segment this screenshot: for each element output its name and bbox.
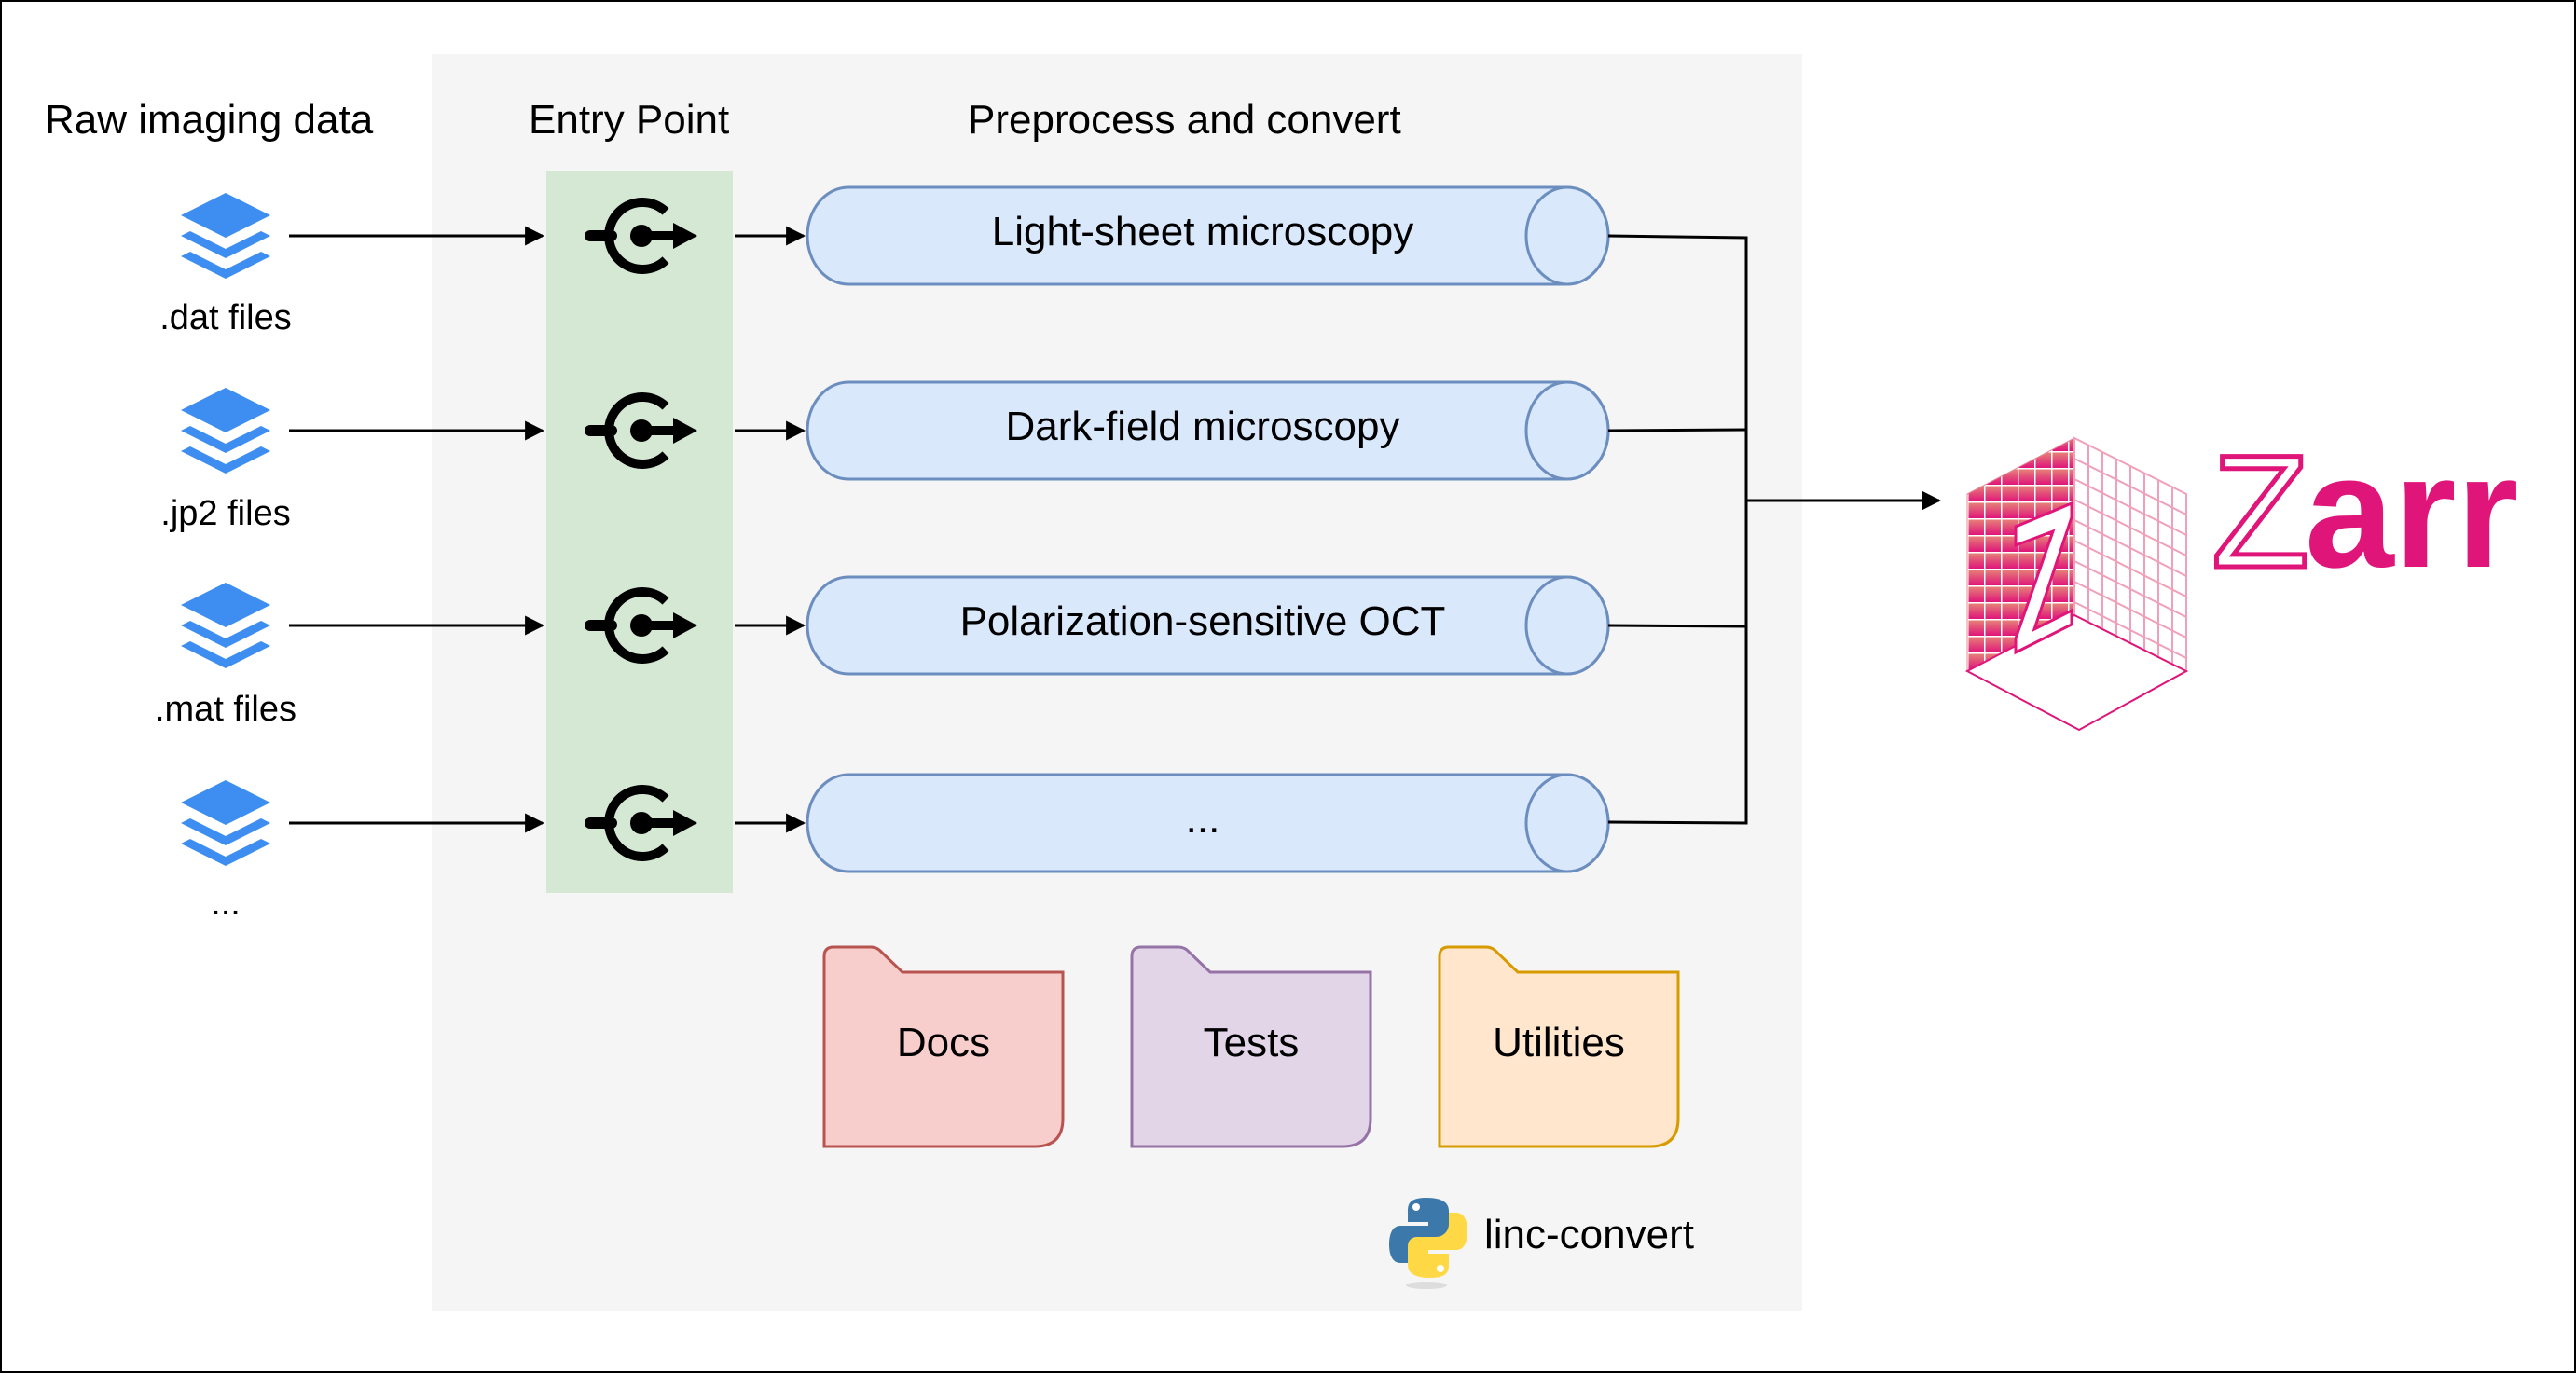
layers-icon [181, 583, 270, 668]
python-logo-icon [1389, 1198, 1467, 1289]
modality-cylinder [806, 185, 1610, 286]
entry-point-plug-icon [585, 392, 697, 469]
zarr-wordmark-z: Z [2211, 429, 2309, 578]
entry-point-plug-icon [585, 587, 697, 664]
input-label-mat: .mat files [154, 690, 297, 729]
folder-label-docs: Docs [896, 1020, 991, 1065]
entry-point-icons [585, 198, 697, 861]
input-arrows [289, 226, 545, 833]
modality-cylinder [806, 380, 1610, 481]
layers-icons [181, 193, 270, 866]
header-preprocess-and-convert: Preprocess and convert [968, 97, 1401, 143]
modality-label-dark-field: Dark-field microscopy [1005, 404, 1400, 449]
folders [822, 945, 1680, 1148]
entry-arrows [735, 226, 806, 833]
modality-cylinders [806, 185, 1610, 873]
modality-label-more: ... [1185, 796, 1220, 842]
folder-docs-icon [822, 945, 1065, 1148]
folder-tests-icon [1130, 945, 1372, 1148]
merge-connector [1607, 234, 1942, 825]
layers-icon [181, 780, 270, 866]
zarr-wordmark-svg: Z arr [2210, 420, 2519, 604]
modality-cylinder [806, 773, 1610, 873]
folder-label-tests: Tests [1203, 1020, 1300, 1065]
zarr-wordmark: Z arr [2210, 420, 2528, 604]
header-raw-imaging-data: Raw imaging data [45, 97, 374, 143]
input-label-more: ... [211, 884, 241, 923]
header-entry-point: Entry Point [529, 97, 730, 143]
input-label-dat: .dat files [159, 298, 292, 337]
layers-icon [181, 388, 270, 474]
modality-label-ps-oct: Polarization-sensitive OCT [959, 598, 1446, 644]
entry-point-column [546, 171, 733, 893]
layers-icon [181, 193, 270, 279]
package-name: linc-convert [1484, 1212, 1694, 1257]
folder-label-utilities: Utilities [1493, 1020, 1625, 1065]
input-label-jp2: .jp2 files [160, 494, 291, 533]
entry-point-plug-icon [585, 785, 697, 861]
zarr-logo-icon [1964, 436, 2189, 732]
modality-cylinder [806, 575, 1610, 676]
modality-label-light-sheet: Light-sheet microscopy [991, 209, 1414, 254]
entry-point-plug-icon [585, 198, 697, 274]
zarr-wordmark-arr: arr [2305, 429, 2519, 578]
folder-utilities-icon [1438, 945, 1680, 1148]
